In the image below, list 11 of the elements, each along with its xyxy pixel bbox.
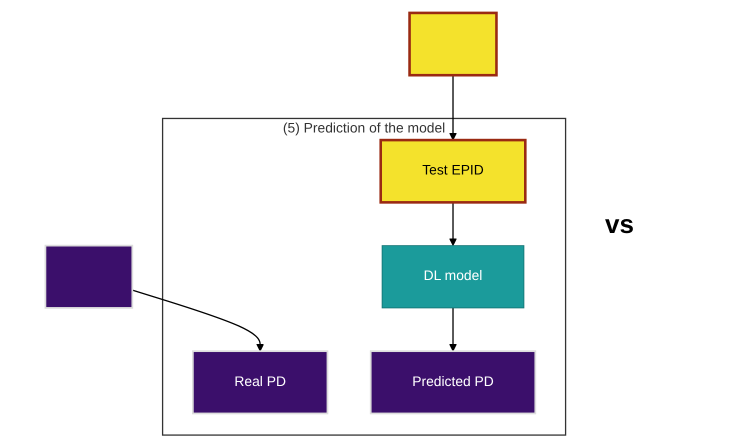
node-box [408, 12, 498, 76]
arrow [449, 308, 457, 352]
node-box: Predicted PD [370, 350, 536, 414]
arrow [449, 75, 457, 140]
node-box: DL model [382, 245, 524, 308]
node-box: Test EPID [379, 138, 527, 204]
arrow [449, 202, 457, 246]
comparison-label: vs [605, 208, 635, 240]
arrow [132, 290, 264, 352]
node-box: Real PD [192, 350, 328, 414]
node-box [44, 244, 134, 309]
